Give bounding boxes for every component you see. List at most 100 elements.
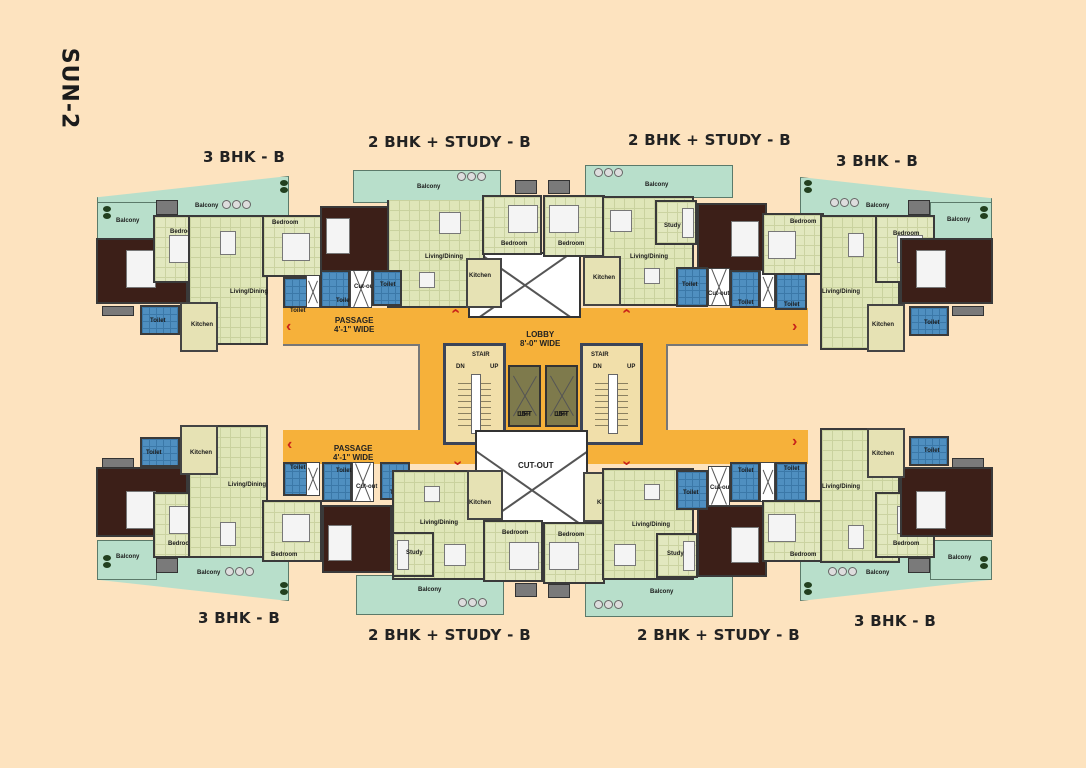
room-label: Toilet xyxy=(683,490,699,496)
tower-title-text: SUN-2 xyxy=(56,47,82,130)
room-label: Balcony xyxy=(197,570,221,576)
room-label: Living/Dining xyxy=(632,522,670,528)
wardrobe xyxy=(156,558,178,573)
room-label: Balcony xyxy=(866,203,890,209)
arrow-right-icon: › xyxy=(792,433,798,450)
room-label: Kitchen xyxy=(191,322,214,328)
plant-icon xyxy=(804,582,812,596)
plant-icon xyxy=(103,206,111,220)
room-label: Kitchen xyxy=(593,275,616,281)
balcony xyxy=(356,575,504,615)
plant-icon xyxy=(804,180,812,194)
room-label: Balcony xyxy=(417,184,441,190)
room-label: Balcony xyxy=(866,570,890,576)
plant-icon xyxy=(980,206,988,220)
toilet xyxy=(676,470,708,510)
stair-up-label: UP xyxy=(627,364,636,370)
wardrobe xyxy=(156,200,178,215)
master-bedroom xyxy=(697,203,767,273)
room-label: Bedroom xyxy=(790,552,817,558)
kitchen xyxy=(867,428,905,478)
kitchen xyxy=(466,258,502,308)
room-label: Bedroom xyxy=(501,241,528,247)
stair-right: STAIR DN UP xyxy=(580,343,643,445)
room-label: Kitchen xyxy=(872,322,895,328)
toilet xyxy=(775,462,807,502)
cutout-label: CUT-OUT xyxy=(518,461,554,470)
planters-icon xyxy=(830,198,859,207)
room-label: Toilet xyxy=(784,302,800,308)
bedroom xyxy=(483,520,543,582)
duct-shaft xyxy=(306,462,320,496)
room-label: Balcony xyxy=(650,589,674,595)
room-label: Bedroom xyxy=(558,532,585,538)
toilet xyxy=(322,462,352,502)
room-label: Toilet xyxy=(380,282,396,288)
living-dining xyxy=(188,215,268,345)
stair-dn-label: DN xyxy=(593,364,602,370)
unit-label-bottom-right: 3 BHK - B xyxy=(854,612,937,630)
balcony xyxy=(353,170,501,203)
wardrobe xyxy=(102,458,134,468)
bedroom xyxy=(762,500,824,562)
unit-label-top-mid-right: 2 BHK + STUDY - B xyxy=(628,131,791,149)
wardrobe xyxy=(548,584,570,598)
plant-icon xyxy=(280,180,288,194)
master-bedroom xyxy=(322,505,392,573)
room-label: Living/Dining xyxy=(822,484,860,490)
toilet xyxy=(676,267,708,307)
room-label: Bedroom xyxy=(893,541,920,547)
planters-icon xyxy=(458,598,487,607)
bedroom xyxy=(262,215,322,277)
room-label: Toilet xyxy=(336,468,352,474)
stair-label: STAIR xyxy=(472,352,490,358)
room-label: Kitchen xyxy=(469,273,492,279)
bedroom xyxy=(482,195,542,255)
room-label: Bedroom xyxy=(170,229,197,235)
room-label: Kitchen xyxy=(469,500,492,506)
wardrobe xyxy=(908,200,930,215)
arrow-up-icon: ‹ xyxy=(618,308,636,314)
room-label: Cut-out xyxy=(708,291,730,297)
wardrobe xyxy=(908,558,930,573)
study xyxy=(655,200,697,245)
room-label: Living/Dining xyxy=(228,482,266,488)
bedroom xyxy=(262,500,322,562)
room-label: Cut-out xyxy=(354,284,376,290)
wardrobe xyxy=(952,458,984,468)
arrow-down-icon: › xyxy=(449,460,467,466)
room-label: Toilet xyxy=(924,320,940,326)
room-label: Living/Dining xyxy=(420,520,458,526)
stair-up-label: UP xyxy=(490,364,499,370)
plant-icon xyxy=(103,555,111,569)
bedroom xyxy=(543,195,605,257)
room-label: Toilet xyxy=(682,282,698,288)
room-label: Toilet xyxy=(146,450,162,456)
toilet xyxy=(320,270,350,308)
kitchen xyxy=(867,304,905,352)
room-label: Toilet xyxy=(150,318,166,324)
living-dining xyxy=(602,468,694,580)
wardrobe xyxy=(952,306,984,316)
room-label: Kitchen xyxy=(190,450,213,456)
room-label: Balcony xyxy=(948,555,972,561)
unit-label-bottom-mid-left: 2 BHK + STUDY - B xyxy=(368,626,531,644)
room-label: Bedroom xyxy=(168,541,195,547)
room-label: Living/Dining xyxy=(822,289,860,295)
room-label: Bedroom xyxy=(271,552,298,558)
unit-label-top-left: 3 BHK - B xyxy=(203,148,286,166)
room-label: Bedroom xyxy=(893,231,920,237)
room-label: Study xyxy=(667,551,684,557)
room-label: Living/Dining xyxy=(230,289,268,295)
toilet xyxy=(730,270,760,308)
stair-label: STAIR xyxy=(591,352,609,358)
room-label: Bedroom xyxy=(558,241,585,247)
toilet xyxy=(909,436,949,466)
master-bedroom xyxy=(320,206,390,272)
room-label: Balcony xyxy=(418,587,442,593)
arrow-left-icon: ‹ xyxy=(287,436,293,453)
